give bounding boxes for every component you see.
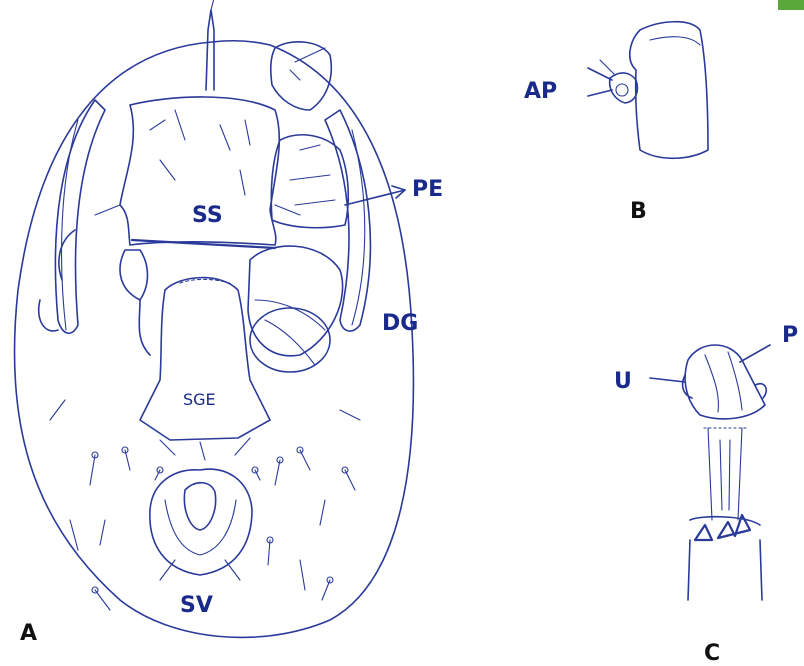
label-u: U	[614, 369, 632, 394]
label-sge: SGE	[183, 390, 216, 409]
right-coxa	[248, 246, 343, 356]
p-pointer	[740, 345, 770, 362]
label-pe: PE	[412, 177, 443, 202]
tritosternum-head	[685, 345, 765, 419]
genital-plate	[150, 469, 252, 575]
panel-label-a: A	[20, 621, 37, 646]
anterior-seta	[206, 10, 214, 90]
panel-label-b: B	[630, 199, 647, 224]
panel-c-drawing	[650, 345, 770, 600]
panel-a-drawing	[14, 0, 413, 637]
sternogenital-shield	[140, 278, 270, 440]
panel-b-drawing	[588, 22, 708, 159]
tritosternum-stalk	[708, 428, 742, 520]
label-dg: DG	[382, 311, 418, 336]
label-ss: SS	[192, 203, 223, 228]
tritosternum-base	[688, 517, 762, 600]
u-pointer	[650, 378, 685, 382]
label-ap: AP	[524, 79, 557, 104]
panel-label-c: C	[704, 641, 720, 666]
ap-pointer	[588, 68, 612, 96]
label-sv: SV	[180, 593, 213, 618]
ventral-setae	[50, 400, 360, 610]
left-coxa	[120, 250, 148, 300]
label-p: P	[782, 323, 798, 348]
